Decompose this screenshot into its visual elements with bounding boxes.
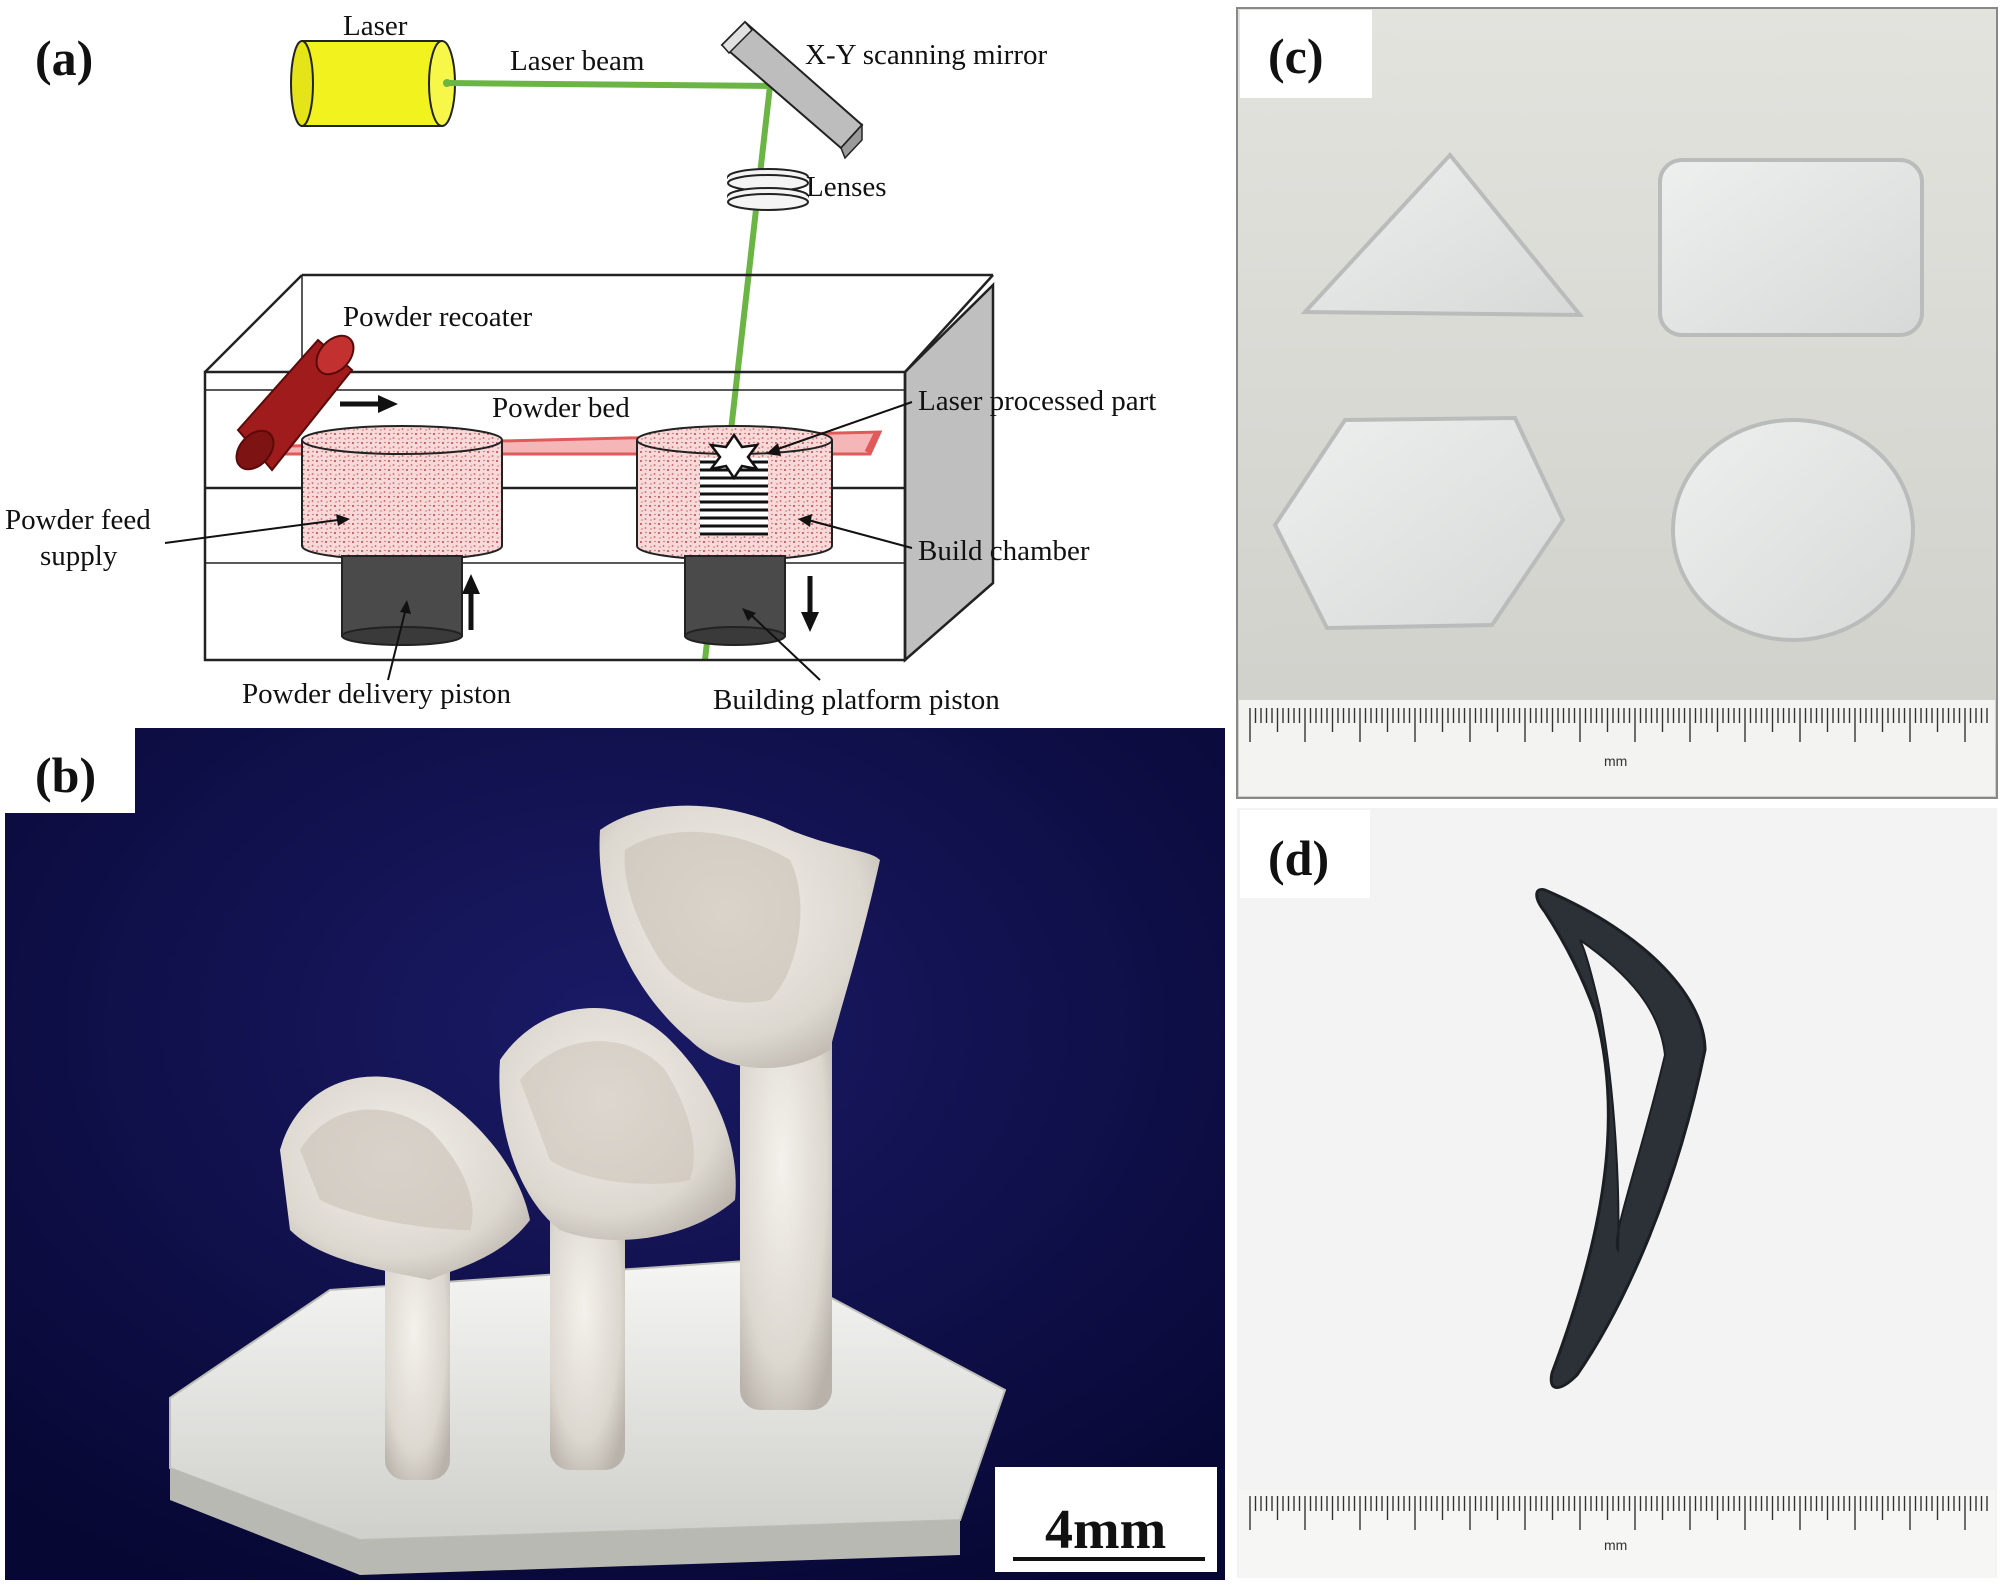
shape-square xyxy=(1658,158,1924,337)
label-laser-processed-part: Laser processed part xyxy=(918,385,1156,417)
panel-c-tag: (c) xyxy=(1268,28,1324,84)
label-powder-recoater: Powder recoater xyxy=(343,301,533,333)
powder-feed-cylinder xyxy=(301,425,503,561)
shape-hexagon xyxy=(1272,415,1566,631)
scale-bar: 4mm xyxy=(995,1467,1217,1572)
laser-processed-part xyxy=(700,432,768,536)
pillar-middle xyxy=(550,1200,625,1470)
panel-d-tag: (d) xyxy=(1268,830,1329,886)
label-powder-bed: Powder bed xyxy=(492,392,630,424)
ruler-c-unit: mm xyxy=(1604,753,1627,769)
shape-triangle xyxy=(1300,151,1585,318)
panel-a-tag: (a) xyxy=(35,30,93,86)
ruler-d-unit: mm xyxy=(1604,1537,1627,1553)
panel-a: (a) Laser Laser beam X-Y scanning mirror xyxy=(0,0,1230,720)
panel-c: mm (c) xyxy=(1236,7,1998,799)
label-build-chamber: Build chamber xyxy=(918,535,1090,567)
crescent-cutout xyxy=(1579,939,1667,1253)
label-powder-delivery-piston: Powder delivery piston xyxy=(242,678,512,710)
recoater-direction-arrow xyxy=(340,395,398,413)
label-building-platform-piston: Building platform piston xyxy=(713,684,1000,716)
ruler-d: mm xyxy=(1239,1490,1995,1578)
laser-source xyxy=(290,40,456,127)
building-platform-piston xyxy=(684,555,786,646)
label-laser: Laser xyxy=(343,10,408,42)
ruler-c: mm xyxy=(1239,700,1995,796)
label-powder-feed-line2: supply xyxy=(40,540,118,572)
scale-bar-label: 4mm xyxy=(1045,1499,1166,1561)
panel-b-tag: (b) xyxy=(35,747,96,803)
panel-d: mm (d) xyxy=(1237,808,1997,1578)
lenses xyxy=(727,168,809,211)
leader-lines xyxy=(164,401,913,681)
pillar-left xyxy=(385,1230,450,1480)
label-powder-feed-line1: Powder feed xyxy=(5,504,151,536)
feed-piston-up-arrow xyxy=(462,574,480,630)
pillar-right xyxy=(740,1000,832,1410)
label-scanning-mirror: X-Y scanning mirror xyxy=(805,39,1047,71)
label-laser-beam: Laser beam xyxy=(510,45,645,77)
shape-circle xyxy=(1671,418,1915,642)
powder-delivery-piston xyxy=(341,555,463,646)
powder-recoater xyxy=(235,334,355,472)
label-lenses: Lenses xyxy=(806,171,887,203)
panel-b: 4mm (b) xyxy=(5,728,1225,1580)
scanning-mirror xyxy=(720,20,864,160)
build-piston-down-arrow xyxy=(801,576,819,632)
